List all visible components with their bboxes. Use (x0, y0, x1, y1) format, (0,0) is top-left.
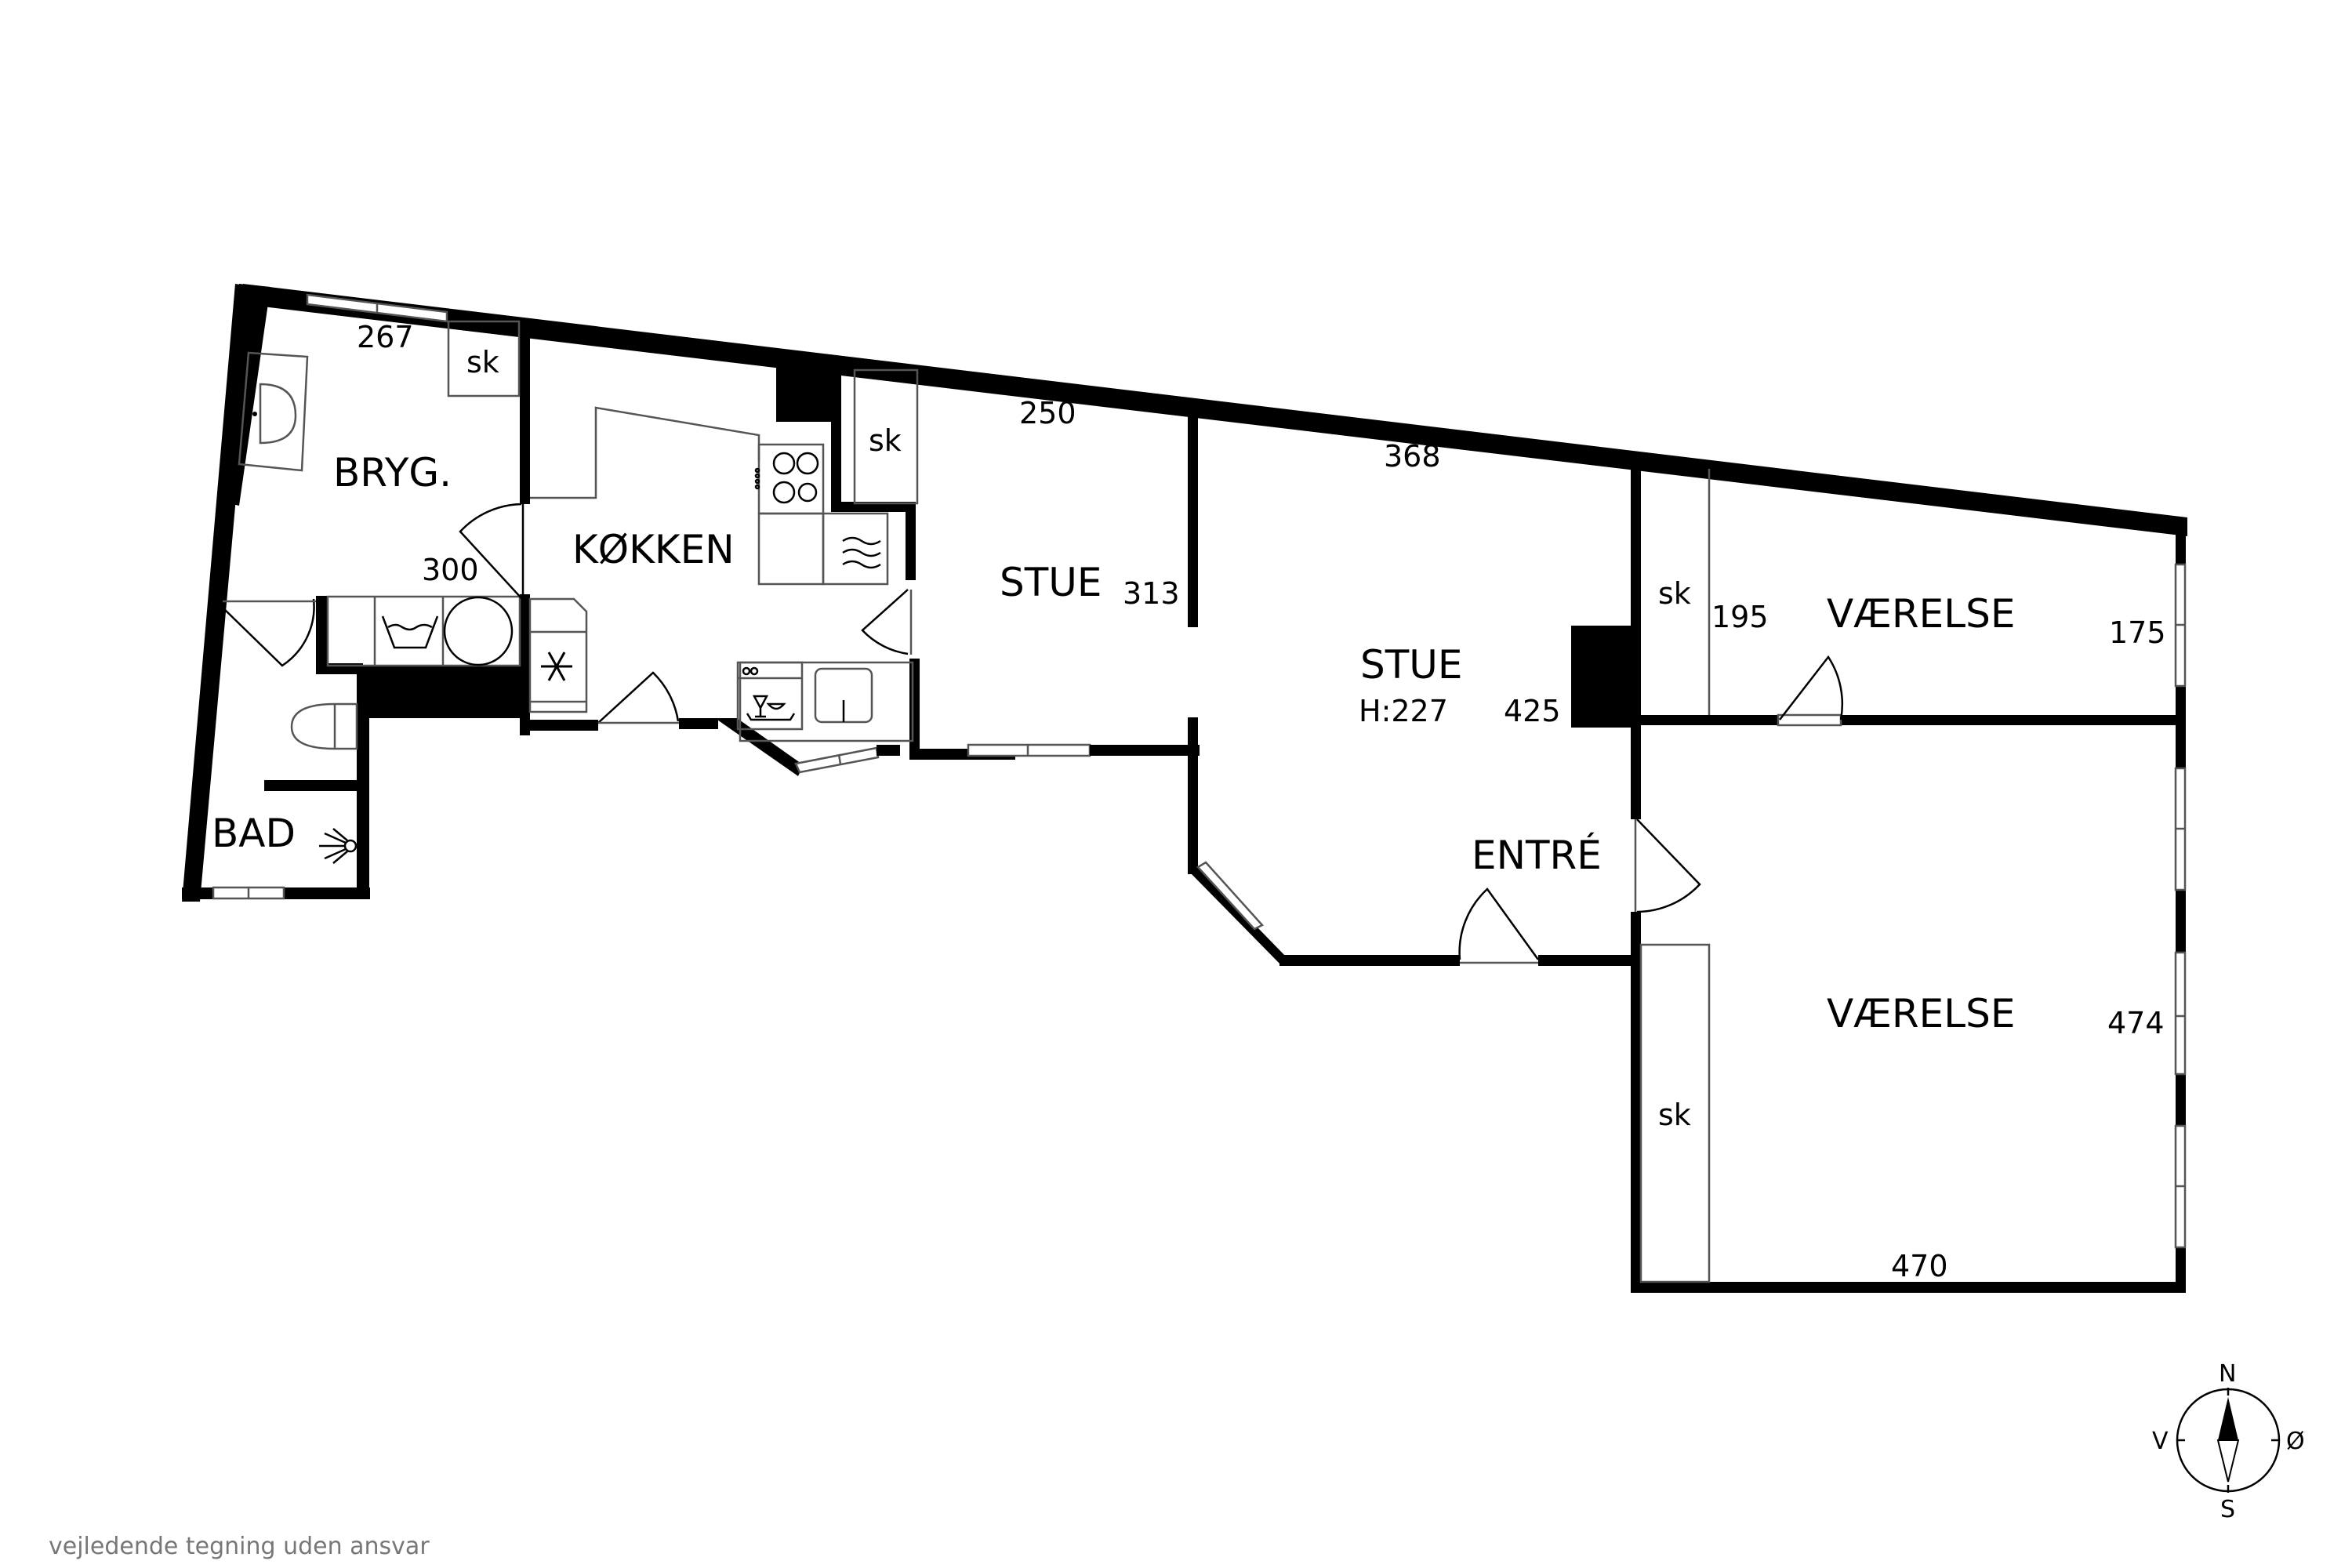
dimension-stue-1-length: 313 (1123, 576, 1180, 611)
compass-icon: N S V Ø (2152, 1360, 2305, 1523)
kitchen-counter (530, 406, 760, 499)
dimension-vaerelse-1-length: 175 (2109, 615, 2166, 650)
room-label-bryg: BRYG. (333, 450, 452, 495)
dimension-vaerelse-1-width: 195 (1711, 600, 1769, 634)
sink-icon (238, 351, 309, 472)
exterior-walls (182, 284, 2187, 1293)
fridge-freezer-icon (528, 597, 588, 713)
dimension-vaerelse-2-length: 474 (2107, 1006, 2165, 1040)
doors (222, 503, 1844, 964)
washing-machine-icon (381, 615, 439, 649)
dimension-stue-2-length: 425 (1504, 694, 1561, 728)
compass-east: Ø (2286, 1428, 2305, 1455)
room-label-entre: ENTRÉ (1472, 832, 1602, 878)
disclaimer-text: vejledende tegning uden ansvar (49, 1533, 430, 1560)
closet-label-vaerelse-1: sk (1658, 576, 1691, 611)
dimension-stue-1-width: 250 (1019, 396, 1076, 430)
room-label-vaerelse-1: VÆRELSE (1827, 591, 2015, 637)
stove-icon (754, 443, 825, 515)
room-label-kokken: KØKKEN (572, 527, 735, 572)
room-label-stue-2: STUE (1360, 642, 1462, 688)
dimension-vaerelse-2-width: 470 (1891, 1249, 1948, 1283)
shower-icon (319, 828, 358, 864)
laundry-counter (326, 595, 521, 667)
closet-label-bryg: sk (466, 345, 499, 379)
dimension-stue-2-width: 368 (1384, 439, 1441, 474)
dishwasher-icon (736, 661, 914, 742)
kitchen-sink-icon (814, 667, 873, 724)
room-label-bad: BAD (212, 811, 296, 856)
dimension-bryg-width: 267 (357, 320, 414, 354)
compass-north: N (2219, 1360, 2236, 1388)
dryer-icon (443, 596, 514, 666)
ceiling-height-stue-2: H:227 (1359, 694, 1448, 728)
room-label-stue-1: STUE (1000, 560, 1102, 605)
closet-label-kokken: sk (869, 423, 902, 458)
compass-south: S (2220, 1496, 2235, 1523)
closets (447, 320, 1711, 1283)
dimension-bryg-length: 300 (422, 553, 479, 587)
oven-icon (757, 512, 889, 586)
room-label-vaerelse-2: VÆRELSE (1827, 991, 2015, 1036)
toilet-icon (290, 702, 358, 750)
compass-west: V (2152, 1428, 2169, 1455)
closet-label-vaerelse-2: sk (1658, 1098, 1691, 1132)
